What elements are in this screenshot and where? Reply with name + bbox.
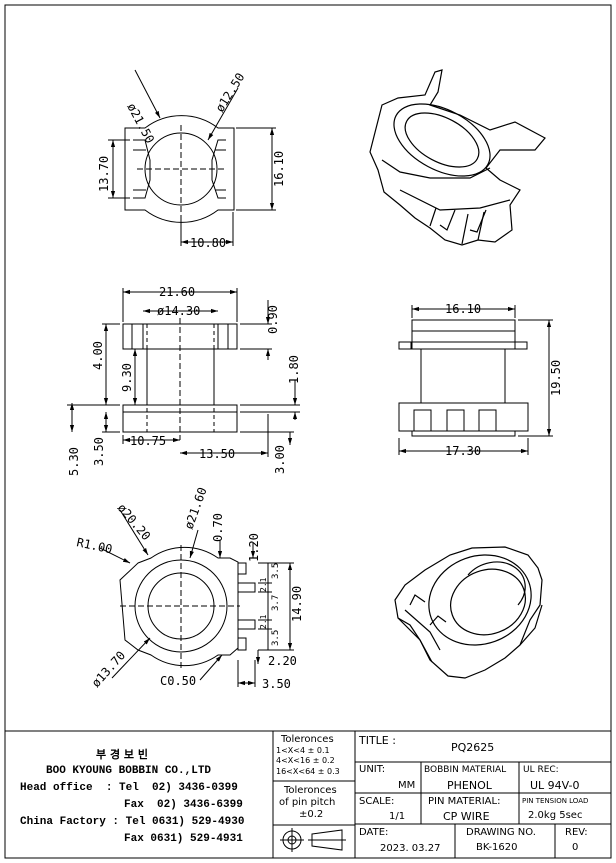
drawing-no-label: DRAWING NO. <box>466 827 536 838</box>
dim-side-height-right: 19.50 <box>549 360 563 396</box>
iso-view-bottom-right <box>394 546 543 679</box>
dim-front-right-300: 3.00 <box>273 445 287 474</box>
dim-bottom-1490: 14.90 <box>290 586 304 622</box>
pin-material-value: CP WIRE <box>443 810 490 823</box>
head-office-tel: Head office : Tel 02) 3436-0399 <box>20 782 238 794</box>
dim-bottom-350: 3.50 <box>262 677 291 691</box>
bottom-view <box>99 509 294 687</box>
dim-top-width-bottom: 10.80 <box>190 236 226 250</box>
iso-view-top-right <box>369 69 546 246</box>
pin-tension-label: PIN TENSION LOAD <box>522 797 589 805</box>
bobbin-material-label: BOBBIN MATERIAL <box>424 765 507 775</box>
head-office-fax: Fax 02) 3436-6399 <box>124 799 243 811</box>
bobbin-material-value: PHENOL <box>447 779 492 792</box>
dim-bottom-35a: 3.5 <box>271 563 281 579</box>
dim-front-left-4: 4.00 <box>91 341 105 370</box>
tolerance-heading: Toleronces <box>281 734 334 745</box>
scale-label: SCALE: <box>359 796 395 807</box>
front-view <box>67 288 300 457</box>
company-korean-name: 부 경 보 빈 <box>96 748 148 761</box>
dim-top-dia-inner: ø12.50 <box>213 70 248 114</box>
tolerance-row-2: 4<X<16 ± 0.2 <box>276 756 335 765</box>
rev-label: REV: <box>565 827 588 838</box>
dim-bottom-dia-2020: ø20.20 <box>115 501 154 543</box>
tolerance-row-1: 1<X<4 ± 0.1 <box>276 746 330 755</box>
dim-bottom-dia-1370: ø13.70 <box>89 648 128 690</box>
pin-tolerance-value: ±0.2 <box>299 809 324 820</box>
pin-tolerance-heading-2: of pin pitch <box>279 797 336 808</box>
dim-bottom-070: 0.70 <box>211 513 225 542</box>
dim-front-left-35: 3.50 <box>92 437 106 466</box>
dim-bottom-21a: 2.1 <box>259 577 268 592</box>
top-view <box>108 69 276 246</box>
dim-front-flange-thk: 0.90 <box>266 305 280 334</box>
dim-front-width-top: 21.60 <box>159 285 195 299</box>
title-value: PQ2625 <box>451 741 495 754</box>
dim-front-right-18: 1.80 <box>287 355 301 384</box>
pin-material-label: PIN MATERIAL: <box>428 796 501 807</box>
tolerance-row-3: 16<X<64 ± 0.3 <box>276 767 340 776</box>
scale-value: 1/1 <box>389 811 406 822</box>
dim-bottom-220: 2.20 <box>268 654 297 668</box>
side-view <box>398 305 553 455</box>
dim-front-bottom-1350: 13.50 <box>199 447 235 461</box>
dim-side-width-bottom: 17.30 <box>445 444 481 458</box>
pin-tolerance-heading-1: Toleronces <box>284 785 337 796</box>
title-label: TITLE : <box>359 734 396 747</box>
dim-bottom-120: 1.20 <box>247 533 261 562</box>
date-value: 2023. 03.27 <box>380 843 441 854</box>
dim-front-bottom-1075: 10.75 <box>130 434 166 448</box>
dim-top-height-left: 13.70 <box>97 156 111 192</box>
dim-side-width-top: 16.10 <box>445 302 481 316</box>
date-label: DATE: <box>359 827 389 838</box>
dim-front-left-53: 5.30 <box>67 447 81 476</box>
dim-top-height-right: 16.10 <box>272 151 286 187</box>
dim-bottom-dia-2160: ø21.60 <box>182 485 210 531</box>
ul-rec-label: UL REC: <box>523 765 559 775</box>
drawing-no-value: BK-1620 <box>476 842 518 853</box>
dim-bottom-35b: 3.5 <box>271 630 281 646</box>
title-block-grid <box>272 731 611 858</box>
ul-rec-value: UL 94V-0 <box>530 779 580 792</box>
rev-value: 0 <box>572 842 579 853</box>
dim-bottom-21b: 2.1 <box>259 614 268 629</box>
sheet-border <box>4 4 612 859</box>
dim-front-dia-center: ø14.30 <box>157 304 200 318</box>
dim-bottom-c050: C0.50 <box>160 674 196 688</box>
dim-bottom-37: 3.7 <box>271 595 281 611</box>
china-factory-tel: China Factory : Tel 0631) 529-4930 <box>20 816 245 828</box>
dim-bottom-r100: R1.00 <box>75 535 113 556</box>
unit-value: MM <box>398 780 416 791</box>
dim-front-left-9: 9.30 <box>120 363 134 392</box>
projection-symbol <box>280 828 346 852</box>
china-factory-fax: Fax 0631) 529-4931 <box>124 833 243 845</box>
pin-tension-value: 2.0kg 5sec <box>528 810 583 821</box>
unit-label: UNIT: <box>359 764 386 775</box>
company-english-name: BOO KYOUNG BOBBIN CO.,LTD <box>46 765 212 777</box>
